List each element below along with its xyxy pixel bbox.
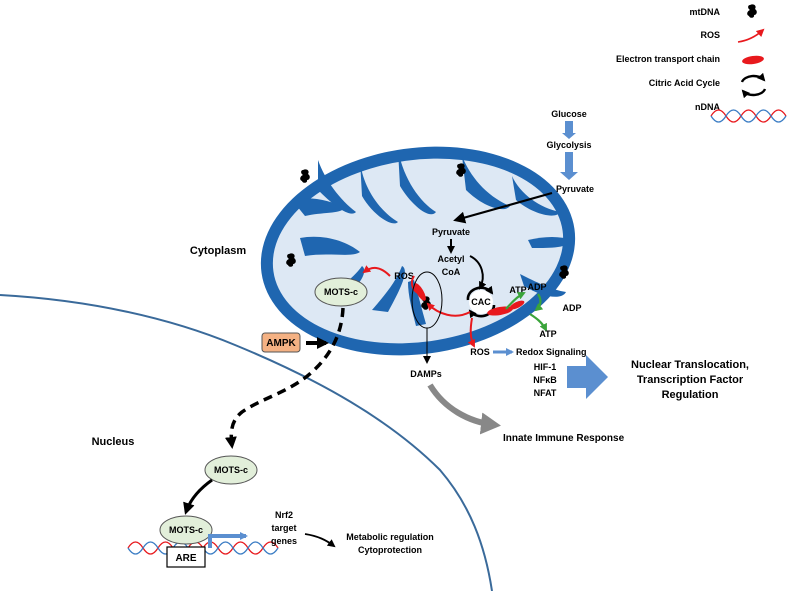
are-box [166, 546, 206, 568]
atp-outer-label: ATP [539, 329, 556, 339]
metabolic-regulation-label: Metabolic regulation [346, 532, 434, 542]
legend-mtdna-label: mtDNA [690, 7, 721, 17]
cycle-icon [740, 72, 767, 99]
damps-label: DAMPs [410, 369, 442, 379]
etc-icon [742, 55, 764, 65]
hif1-label: HIF-1 [534, 362, 557, 372]
legend-ros-label: ROS [700, 30, 720, 40]
legend: mtDNA ROS Electron transport chain Citri… [616, 4, 787, 123]
damps-arrow-icon [427, 383, 501, 435]
ampk-label: AMPK [266, 338, 296, 349]
regulation-label: Regulation [662, 389, 719, 401]
mots-c-mito-label: MOTS-c [324, 287, 358, 297]
coa-label: CoA [442, 267, 461, 277]
translocation-arrow-icon [567, 355, 608, 399]
glycolysis-label: Glycolysis [546, 140, 591, 150]
mots-c-bound [159, 515, 213, 545]
ros-signal-label: ROS [470, 347, 490, 357]
acetyl-label: Acetyl [437, 254, 464, 264]
ros-arrow-icon [737, 28, 765, 43]
mots-c-mito [314, 277, 368, 307]
glucose-label: Glucose [551, 109, 587, 119]
nrf2-label: Nrf2 [275, 510, 293, 520]
nuclear-translocation-label: Nuclear Translocation, [631, 359, 749, 371]
legend-cac-label: Citric Acid Cycle [649, 78, 720, 88]
cac-label: CAC [471, 297, 491, 307]
adp-inner-label: ADP [527, 282, 546, 292]
ampk-box [261, 332, 301, 353]
pyruvate-inner-label: Pyruvate [432, 227, 470, 237]
mots-c-nuclear-label: MOTS-c [214, 465, 248, 475]
ros-left-label: ROS [394, 271, 414, 281]
are-label: ARE [175, 553, 196, 564]
nucleus-label: Nucleus [92, 436, 135, 448]
mots-c-nuclear [204, 455, 258, 485]
nuclear-envelope [0, 294, 493, 591]
legend-ndna-label: nDNA [695, 102, 720, 112]
mots-c-translocation-path [224, 307, 345, 449]
redox-signaling-label: Redox Signaling [516, 347, 587, 357]
mtdna-icon [747, 4, 757, 18]
genes-label: genes [271, 536, 297, 546]
transcription-factor-label: Transcription Factor [637, 374, 744, 386]
pyruvate-outer-label: Pyruvate [556, 184, 594, 194]
adp-outer-label: ADP [562, 303, 581, 313]
nfat-label: NFAT [534, 388, 557, 398]
nfkb-label: NFκB [533, 375, 557, 385]
legend-etc-label: Electron transport chain [616, 54, 720, 64]
ndna-helix-icon [710, 109, 787, 123]
transcription-arrow-icon [208, 532, 248, 548]
target-label: target [271, 523, 296, 533]
mots-c-bound-label: MOTS-c [169, 525, 203, 535]
cytoprotection-label: Cytoprotection [358, 545, 422, 555]
atp-inner-label: ATP [509, 285, 526, 295]
citric-acid-cycle: CAC [466, 285, 496, 319]
innate-immune-label: Innate Immune Response [503, 433, 625, 444]
cytoplasm-label: Cytoplasm [190, 245, 246, 257]
